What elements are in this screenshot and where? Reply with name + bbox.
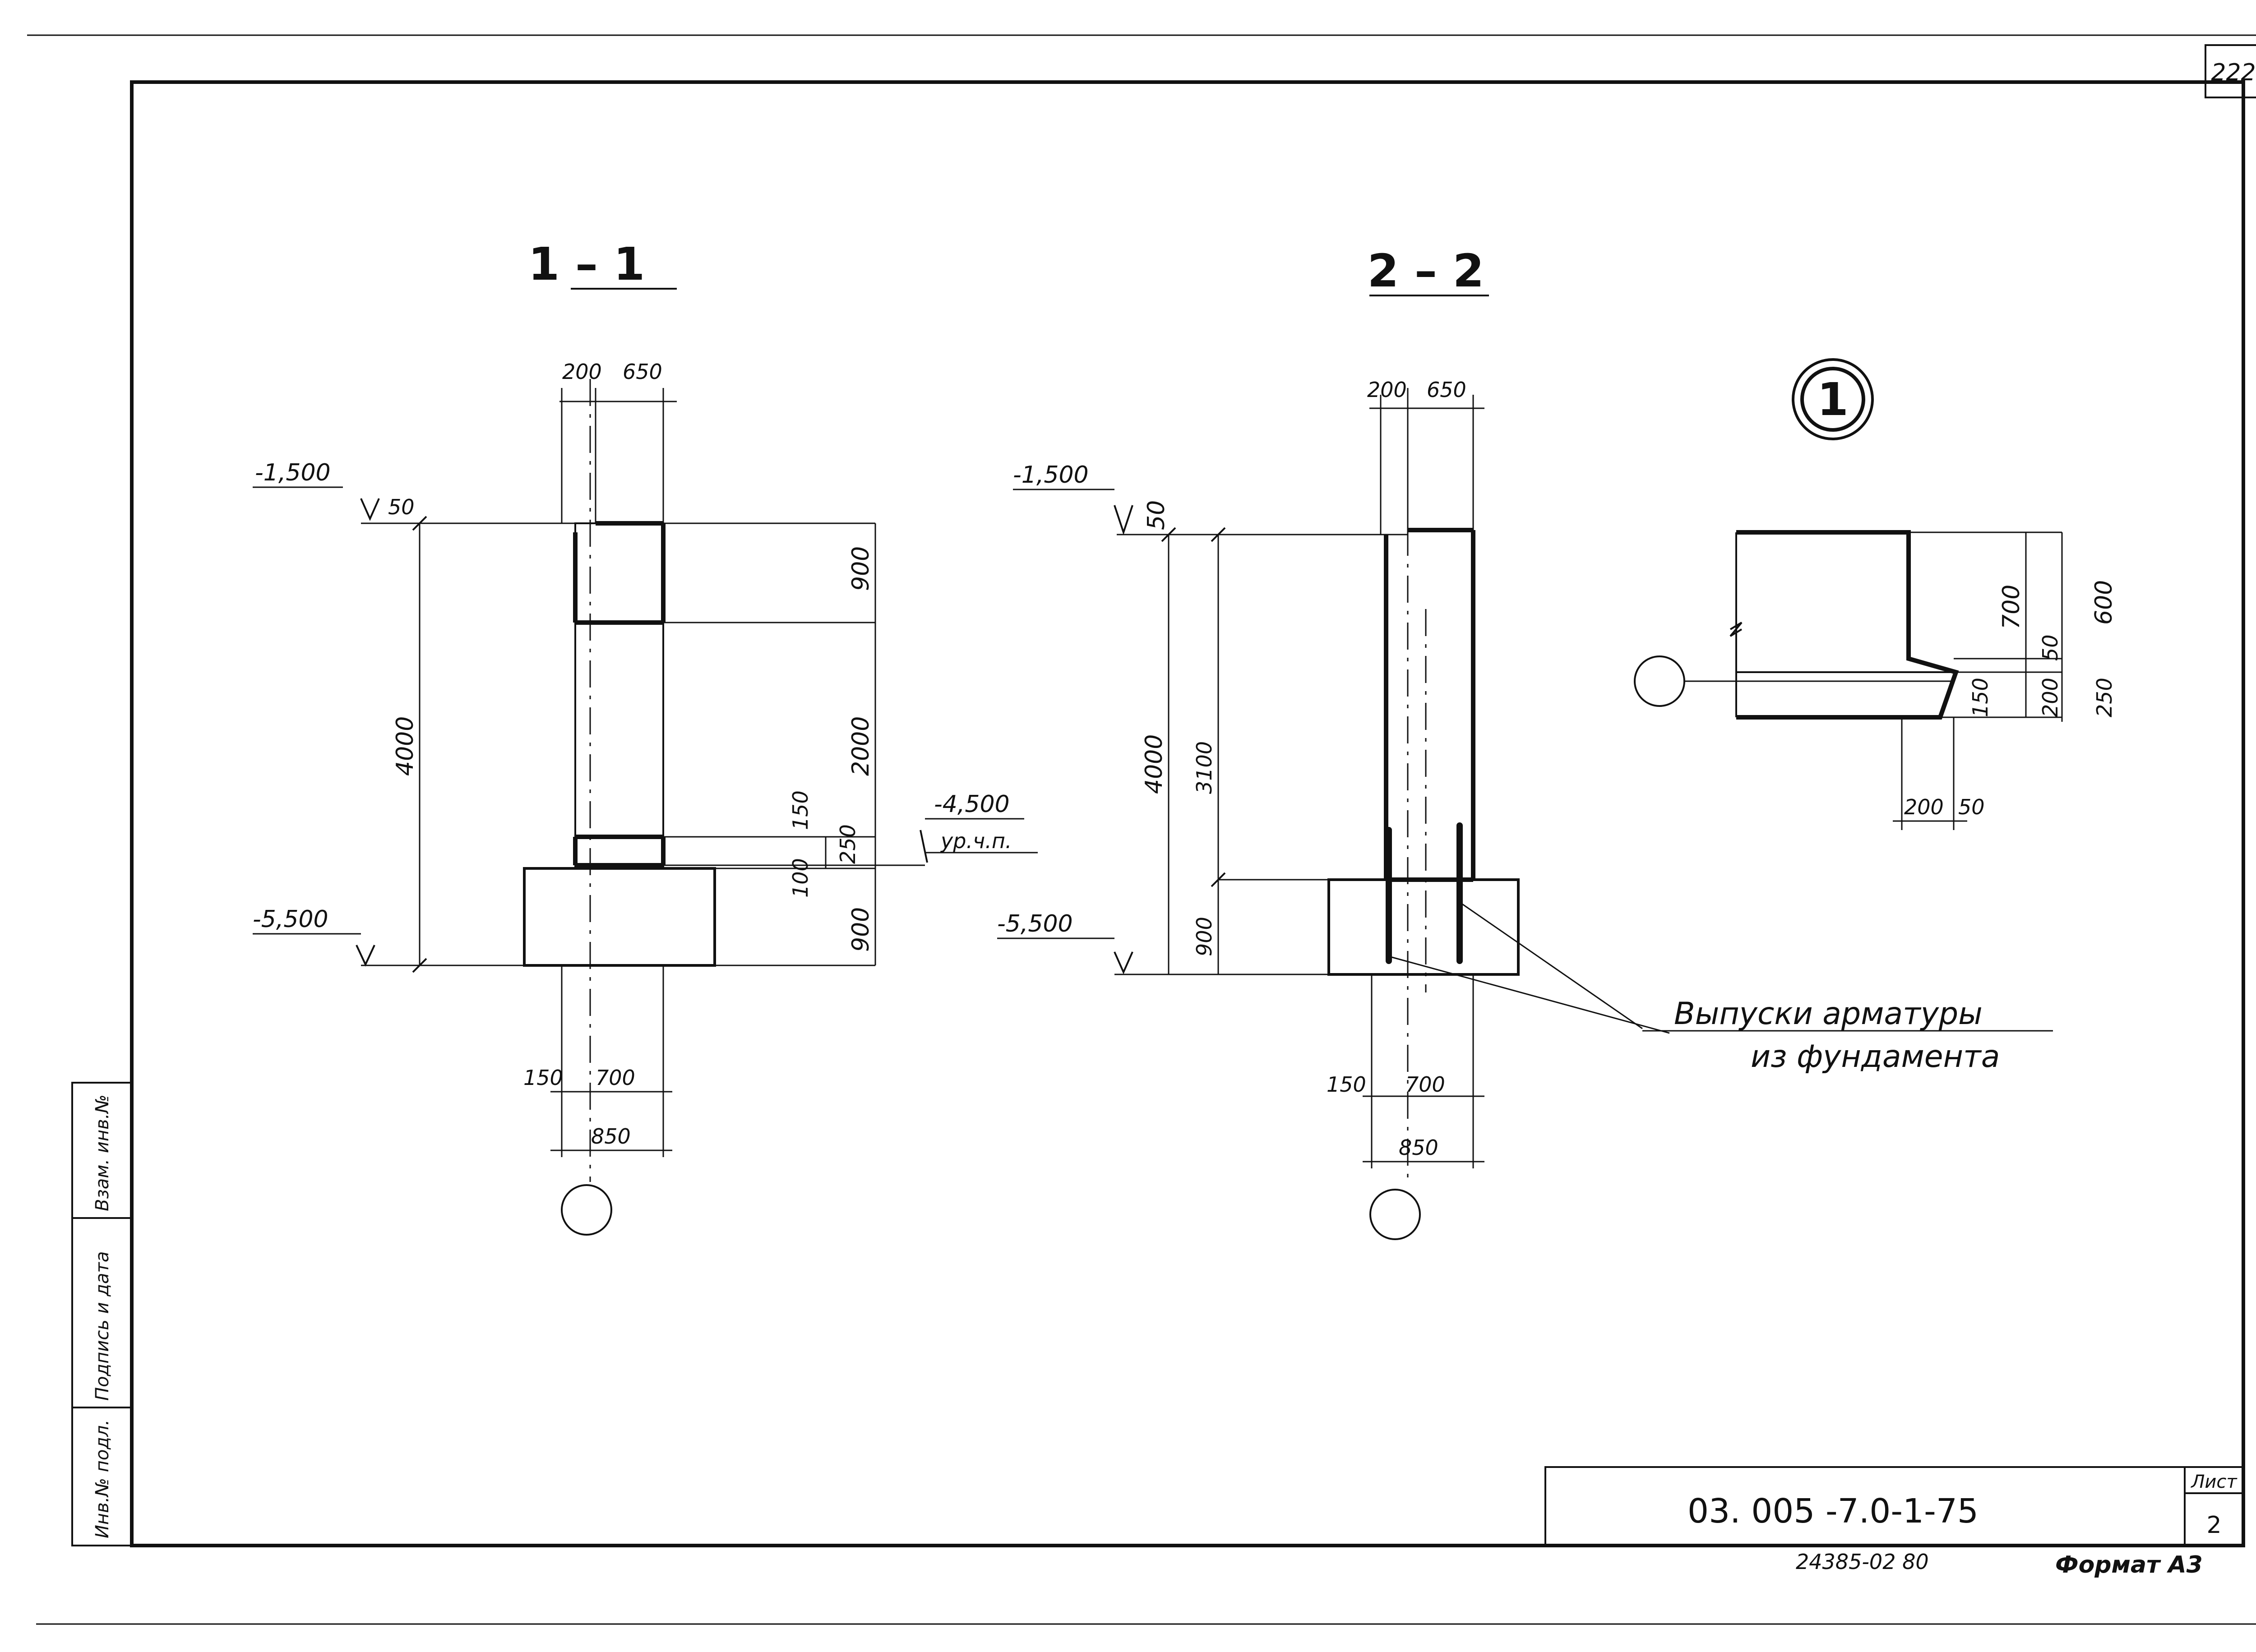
section-1-title: 1 – 1 <box>528 238 645 291</box>
s1-dim-900-bottom: 900 <box>847 907 874 952</box>
detail-dim-50: 50 <box>2038 634 2062 661</box>
detail-1: 1 700 50 600 150 200 250 200 50 <box>1634 358 2117 830</box>
s2-dim-footing-900: 900 <box>1192 917 1216 956</box>
stamp-podpis-data: Подпись и дата <box>92 1251 113 1401</box>
sheet-label: Лист <box>2190 1472 2238 1492</box>
callout-line-1: Выпуски арматуры <box>1674 996 1983 1032</box>
s2-dim-top-200: 200 <box>1367 378 1407 402</box>
stamp-vzam-inv: Взам. инв.№ <box>92 1094 113 1211</box>
detail-1-marker-outer <box>1792 358 1874 440</box>
section-2-title: 2 – 2 <box>1368 245 1484 297</box>
s1-level-floor: -4,500 <box>934 791 1010 818</box>
s1-dim-2000: 2000 <box>847 716 874 776</box>
detail-1-axis-bubble <box>1634 655 1685 707</box>
s1-dim-step-50: 50 <box>388 495 415 519</box>
sheet-frame <box>130 80 2245 1547</box>
s2-dim-overall: 4000 <box>1141 734 1168 794</box>
detail-dim-600: 600 <box>2090 580 2117 625</box>
callout-line-2: из фундамента <box>1751 1039 2000 1075</box>
detail-dim-250: 250 <box>2092 678 2117 717</box>
title-block: 03. 005 -7.0-1-75 Лист 2 24385-02 80 Фор… <box>1544 1466 2244 1578</box>
detail-dim-700: 700 <box>1998 585 2025 629</box>
section-2-2: 2 – 2 200 650 -1,500 50 <box>997 245 2053 1240</box>
detail-1-label: 1 <box>1817 373 1849 426</box>
s1-level-floor-note: ур.ч.п. <box>940 829 1012 853</box>
detail-dim-200: 200 <box>2038 678 2062 717</box>
corner-number: 222 <box>2211 59 2256 86</box>
format-label: Формат А3 <box>2055 1551 2203 1578</box>
s1-dim-top-650: 650 <box>623 360 662 384</box>
s2-dim-bottom-700: 700 <box>1405 1072 1445 1097</box>
s1-dim-900-top: 900 <box>847 546 874 591</box>
s1-dim-top-200: 200 <box>562 360 602 384</box>
s1-dim-bottom-850: 850 <box>591 1124 631 1149</box>
detail-dim-bottom-200: 200 <box>1904 795 1944 819</box>
detail-dim-bottom-50: 50 <box>1958 795 1985 819</box>
s1-dim-250: 250 <box>836 824 860 864</box>
detail-dim-150: 150 <box>1968 678 1992 717</box>
s2-level-top: -1,500 <box>1013 461 1089 489</box>
section-1-footing <box>523 867 716 967</box>
corner-number-box: 222 <box>2205 44 2256 98</box>
sheet-number: 2 <box>2206 1512 2221 1539</box>
s1-dim-150: 150 <box>788 790 813 830</box>
s1-level-top: -1,500 <box>255 459 331 486</box>
s2-dim-top-650: 650 <box>1427 378 1466 402</box>
stamp-inv-podl: Инв.№ подл. <box>92 1420 113 1538</box>
s1-dim-bottom-700: 700 <box>596 1066 635 1090</box>
s2-dim-bottom-150: 150 <box>1327 1072 1366 1097</box>
section-1-axis-bubble <box>561 1184 612 1236</box>
s2-dim-bottom-850: 850 <box>1399 1135 1438 1160</box>
stamp-column: Инв.№ подл. Подпись и дата Взам. инв.№ <box>71 1082 133 1546</box>
detail-1-marker-inner <box>1800 367 1865 432</box>
s1-dim-bottom-150: 150 <box>523 1066 563 1090</box>
section-1-1: 1 – 1 200 650 -1,500 50 4000 <box>253 238 1038 1236</box>
print-code: 24385-02 80 <box>1796 1550 1929 1574</box>
document-code: 03. 005 -7.0-1-75 <box>1687 1492 1979 1531</box>
detail-1-profile <box>1736 530 1959 720</box>
section-2-footing <box>1327 878 1520 976</box>
section-1-wall <box>574 522 664 867</box>
callout-leader-left <box>1388 955 1670 1034</box>
section-2-axis-bubble <box>1369 1189 1421 1240</box>
s2-level-bottom: -5,500 <box>997 910 1073 937</box>
s2-dim-step-50: 50 <box>1143 500 1170 530</box>
callout-leader-right <box>1459 901 1643 1029</box>
s2-dim-wall-3100: 3100 <box>1192 741 1216 794</box>
s1-dim-100: 100 <box>788 858 813 898</box>
s1-dim-overall: 4000 <box>392 716 419 776</box>
s1-level-bottom: -5,500 <box>253 906 328 933</box>
